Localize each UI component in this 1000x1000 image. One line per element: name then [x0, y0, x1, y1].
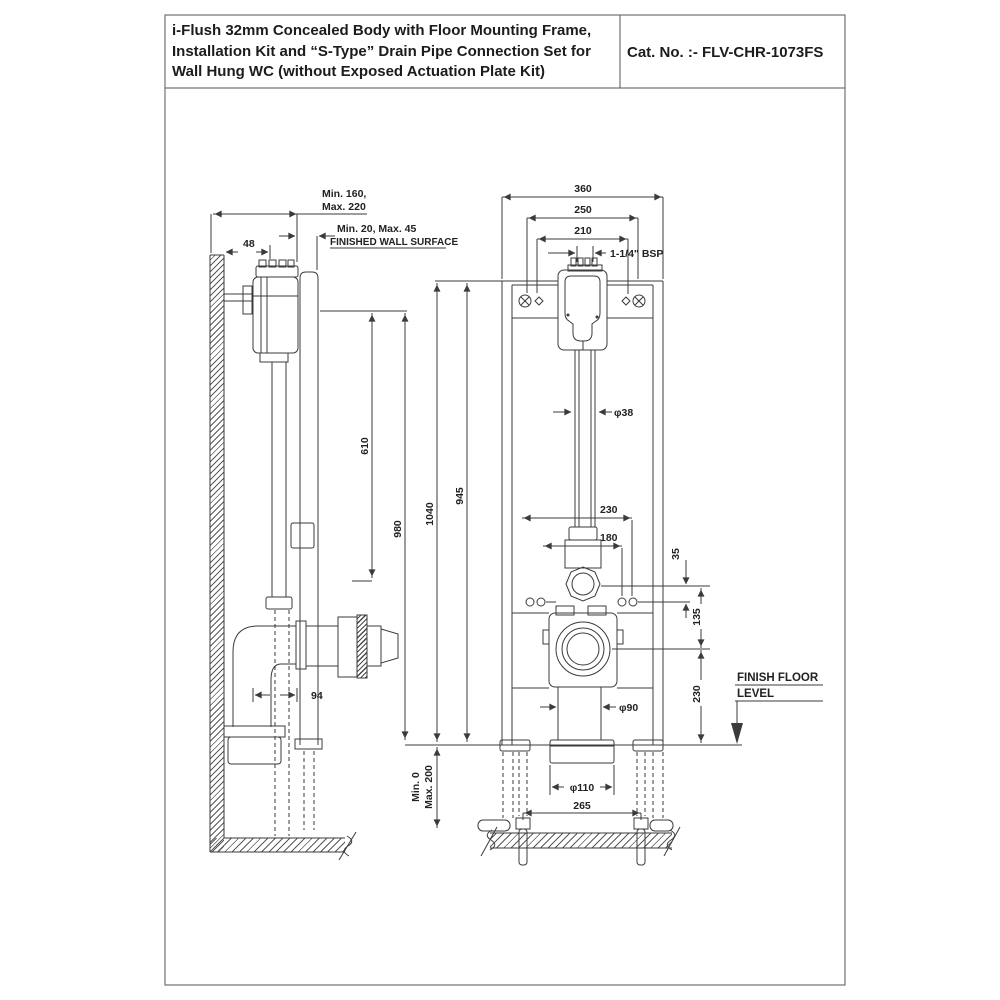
frame-rail-side: [290, 271, 323, 830]
dim-bsp: 1-1/4" BSP: [610, 248, 663, 260]
anchor-bolts: [477, 739, 674, 866]
side-view: 94: [209, 254, 399, 861]
dim-610: 610: [359, 437, 371, 455]
drain-connector-set: [295, 614, 399, 679]
finish-floor-level-label: FINISH FLOOR LEVEL: [731, 672, 823, 744]
dim-min160: Min. 160,: [322, 188, 366, 200]
wc-drain-outlet: [512, 605, 653, 689]
dim-180: 180: [600, 532, 618, 544]
front-view: φ38 230 180: [477, 257, 710, 866]
dim-min20-max45: Min. 20, Max. 45: [337, 223, 417, 235]
dim-265: 265: [573, 800, 591, 812]
width-dims: 360 250 210 1-1/4" BSP: [501, 183, 664, 294]
dim-360: 360: [574, 183, 592, 195]
drain-pipe-front: [549, 687, 615, 764]
dim-1040: 1040: [424, 502, 436, 526]
dim-min0: Min. 0: [410, 772, 422, 802]
dim-phi38: φ38: [614, 407, 633, 419]
dim-max220: Max. 220: [322, 201, 366, 213]
finish-floor-text-1: FINISH FLOOR: [737, 672, 819, 684]
seal-ring-hatch: [357, 615, 367, 678]
dim-48: 48: [243, 238, 255, 250]
cistern-bracket: [557, 257, 608, 351]
side-floor-hatch: [210, 838, 345, 852]
flush-pipe-side: [265, 362, 293, 836]
drain-elbow: [223, 625, 296, 765]
wall-section-hatch: [210, 255, 224, 852]
dim-945: 945: [454, 487, 466, 505]
dim-35: 35: [670, 548, 682, 560]
dim-phi90: φ90: [619, 702, 638, 714]
concealed-valve-body: [252, 259, 299, 363]
dim-250: 250: [574, 204, 592, 216]
dim-980: 980: [392, 520, 404, 538]
wall-offset-dims: Min. 160, Max. 220 Min. 20, Max. 45 FINI…: [210, 188, 458, 270]
dim-230-top: 230: [600, 504, 618, 516]
front-floor-slab: [480, 826, 681, 857]
sheet-border: [164, 14, 846, 986]
dim-135: 135: [691, 608, 703, 626]
dim-94: 94: [311, 690, 323, 702]
height-dims: 610 980 1040 945 Min. 0 Max. 200: [320, 280, 742, 828]
front-floor-hatch: [490, 833, 672, 848]
catalog-number: Cat. No. :- FLV-CHR-1073FS: [627, 44, 824, 61]
finished-wall-surface-label: FINISHED WALL SURFACE: [330, 237, 458, 248]
product-title: i-Flush 32mm Concealed Body with Floor M…: [172, 22, 592, 81]
dim-max200: Max. 200: [423, 765, 435, 809]
dim-phi110: φ110: [570, 782, 595, 794]
dim-210: 210: [574, 225, 592, 237]
mounting-screws: [518, 294, 646, 308]
right-side-dims: 35 135 230: [670, 548, 707, 743]
finish-floor-text-2: LEVEL: [737, 688, 774, 700]
flush-pipe-front: [564, 350, 602, 602]
dim-230-right: 230: [691, 685, 703, 703]
